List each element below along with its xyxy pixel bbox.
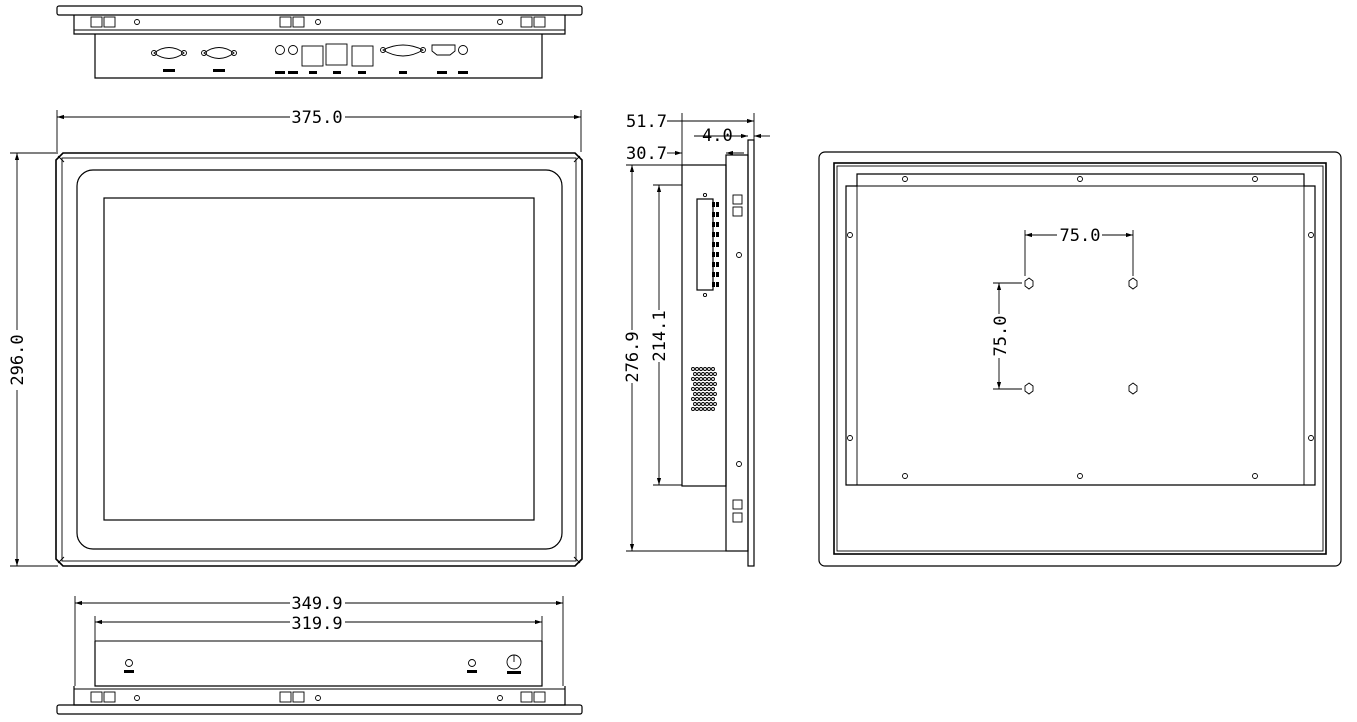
dim-side-bezel-thickness: 4.0 bbox=[694, 126, 770, 146]
dim-side-body-height: 276.9 bbox=[623, 164, 726, 552]
label-side-body-depth: 30.7 bbox=[626, 144, 667, 164]
dim-front-width: 375.0 bbox=[56, 108, 582, 152]
rear-view bbox=[818, 151, 1342, 567]
label-side-port-height: 214.1 bbox=[650, 310, 670, 361]
label-vesa-horizontal: 75.0 bbox=[1060, 226, 1101, 246]
side-features bbox=[732, 194, 743, 523]
dim-bottom-inner: 319.9 bbox=[94, 614, 543, 641]
power-button-icon bbox=[506, 654, 522, 674]
io-ports bbox=[151, 43, 468, 74]
dim-bottom-outer: 349.9 bbox=[74, 594, 564, 686]
top-view bbox=[56, 5, 583, 79]
bottom-view bbox=[56, 640, 583, 715]
label-bottom-outer-width: 349.9 bbox=[291, 594, 342, 614]
dim-side-body-depth: 30.7 bbox=[626, 144, 744, 164]
dim-vesa-vertical: 75.0 bbox=[991, 282, 1022, 390]
dim-vesa-horizontal: 75.0 bbox=[1024, 226, 1134, 276]
rear-screws bbox=[847, 176, 1314, 479]
label-side-total-depth: 51.7 bbox=[626, 112, 667, 132]
dim-side-total-depth: 51.7 bbox=[626, 112, 755, 165]
top-bezel-features bbox=[90, 16, 546, 28]
side-view bbox=[681, 139, 755, 567]
side-vent-holes bbox=[691, 367, 717, 411]
bottom-bezel-features bbox=[90, 691, 546, 703]
label-front-height: 296.0 bbox=[8, 334, 28, 385]
label-side-body-height: 276.9 bbox=[623, 331, 643, 382]
vesa-mount-holes bbox=[1024, 277, 1138, 395]
label-side-bezel-thickness: 4.0 bbox=[702, 126, 733, 146]
dim-side-port-height: 214.1 bbox=[650, 184, 682, 486]
front-view bbox=[55, 152, 583, 567]
dim-front-height: 296.0 bbox=[8, 152, 58, 567]
label-bottom-inner-width: 319.9 bbox=[291, 614, 342, 634]
label-front-width: 375.0 bbox=[291, 108, 342, 128]
side-connector bbox=[696, 192, 719, 298]
bottom-ports bbox=[124, 659, 477, 673]
label-vesa-vertical: 75.0 bbox=[991, 316, 1011, 357]
